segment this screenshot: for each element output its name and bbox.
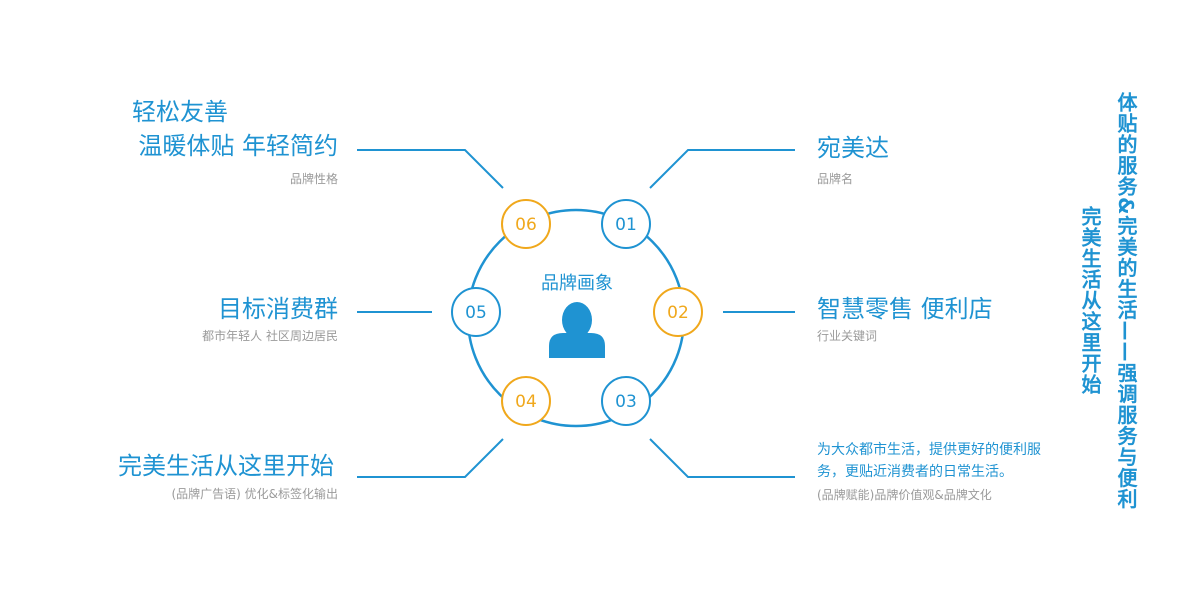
node-03: 03 [601,376,651,426]
node-05: 05 [451,287,501,337]
item-03-description: 为大众都市生活，提供更好的便利服务，更贴近消费者的日常生活。 [817,442,1041,480]
item-06-sub: 品牌性格 [289,172,338,186]
connector-03 [649,438,795,478]
person-icon [549,302,605,358]
node-01: 01 [601,199,651,249]
item-03-sub: (品牌赋能)品牌价值观&品牌文化 [817,488,992,502]
node-06: 06 [501,199,551,249]
side-text-col2: 完美生活从这里开始 [1078,206,1102,395]
item-01-sub: 品牌名 [817,172,854,186]
item-05-sub: 都市年轻人 社区周边居民 [202,329,338,343]
node-03-number: 03 [615,392,637,412]
item-02-title: 智慧零售 便利店 [817,295,993,323]
center-label: 品牌画象 [541,273,613,294]
node-06-number: 06 [515,215,537,235]
connector-lines [357,149,795,478]
connector-06 [357,149,504,189]
node-01-number: 01 [615,215,637,235]
item-01-title: 宛美达 [817,134,889,162]
item-06-title-line1: 轻松友善 [132,98,228,126]
item-06-title-line2: 温暖体贴 年轻简约 [138,132,338,160]
node-04: 04 [501,376,551,426]
node-05-number: 05 [465,303,487,323]
node-02: 02 [653,287,703,337]
side-text-col1: 体贴的服务&完美的生活——强调服务与便利 [1114,92,1138,510]
item-05-title: 目标消费群 [218,295,338,323]
item-02-sub: 行业关键词 [817,329,878,343]
item-04-title: 完美生活从这里开始 [118,452,334,480]
connector-01 [649,149,795,189]
connector-04 [357,438,504,478]
item-04-sub: (品牌广告语) 优化&标签化输出 [171,487,338,501]
node-04-number: 04 [515,392,537,412]
node-02-number: 02 [667,303,689,323]
